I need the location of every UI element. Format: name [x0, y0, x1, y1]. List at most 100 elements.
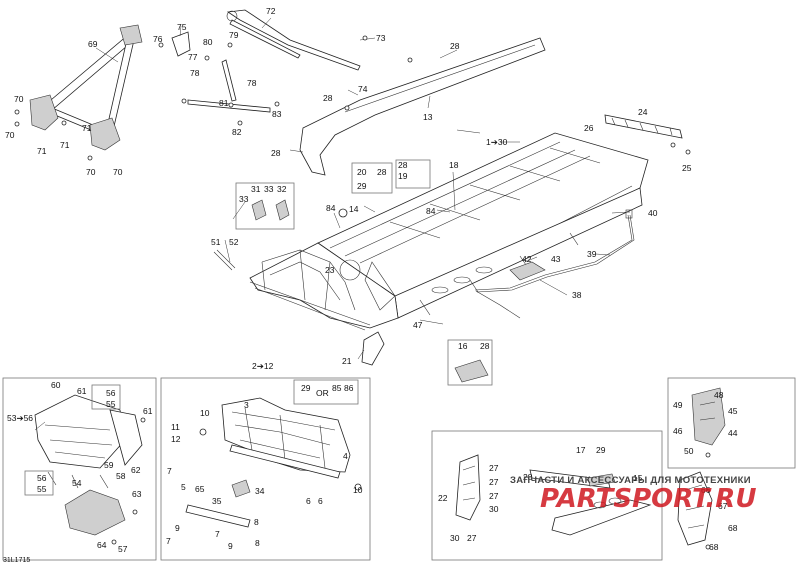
callout: 83 [272, 109, 282, 119]
callout: 28 [377, 167, 387, 177]
callout: 2➔12 [252, 361, 274, 371]
callout: 9 [228, 541, 233, 551]
inset-box-44-50 [667, 377, 796, 469]
callout: 54 [72, 478, 82, 488]
detail-box-16-28 [447, 339, 493, 386]
callout: 86 [344, 383, 354, 393]
callout: 8 [254, 517, 259, 527]
detail-box-20-29 [351, 162, 393, 194]
callout: 8 [255, 538, 260, 548]
steering-bracket-assembly [34, 394, 143, 536]
callout: 24 [638, 107, 648, 117]
callout: 29 [301, 383, 311, 393]
part-21 [361, 331, 385, 366]
callout: 27 [489, 463, 499, 473]
rear-frame-subassembly [455, 454, 652, 536]
callout: 80 [203, 37, 213, 47]
callout: 14 [349, 204, 359, 214]
callout: 39 [587, 249, 597, 259]
callout: 84 [326, 203, 336, 213]
bracket-77 [171, 31, 191, 57]
inset-box-53-56 [2, 377, 157, 561]
callout: 69 [88, 39, 98, 49]
callout: 28 [450, 41, 460, 51]
callout: 29 [357, 181, 367, 191]
callout: 27 [489, 491, 499, 501]
callout: 38 [572, 290, 582, 300]
callout: 59 [104, 460, 114, 470]
steering-support [29, 24, 143, 151]
callout: 68 [709, 542, 719, 552]
callout: 32 [277, 184, 287, 194]
callout: 45 [728, 406, 738, 416]
callout: 28 [480, 341, 490, 351]
callout: 53➔56 [7, 413, 33, 423]
callout: 18 [449, 160, 459, 170]
callout: 79 [229, 30, 239, 40]
callout: 6 [318, 496, 323, 506]
callout: 73 [376, 33, 386, 43]
callout: 55 [37, 484, 47, 494]
callout: 35 [212, 496, 222, 506]
callout: 57 [118, 544, 128, 554]
callout: 4 [343, 451, 348, 461]
callout: 10 [200, 408, 210, 418]
callout: 31 [251, 184, 261, 194]
callout: 76 [153, 34, 163, 44]
callout: 47 [413, 320, 423, 330]
callout: 68 [728, 523, 738, 533]
callout: 3 [244, 400, 249, 410]
callout: 11 [171, 422, 180, 432]
callout: 27 [489, 477, 499, 487]
callout: 55 [106, 399, 116, 409]
callout: 58 [116, 471, 126, 481]
callout: 7 [215, 529, 220, 539]
callout: 23 [325, 265, 335, 275]
callout: 7 [166, 536, 171, 546]
callout: 51 [211, 237, 221, 247]
callout: 71 [60, 140, 70, 150]
callout: 67 [718, 501, 728, 511]
callout: 40 [648, 208, 658, 218]
callout: 61 [143, 406, 153, 416]
callout: 42 [522, 254, 532, 264]
steering-rod-40-38 [474, 209, 635, 319]
callout: 56 [106, 388, 116, 398]
callout: 29 [596, 445, 606, 455]
detail-box-31-33 [235, 182, 295, 230]
rear-bumper [604, 114, 683, 139]
callout: 10 [353, 485, 363, 495]
callout: 34 [255, 486, 265, 496]
callout: 62 [131, 465, 141, 475]
part-42 [509, 261, 546, 281]
callout: OR [316, 388, 329, 398]
callout: 78 [247, 78, 257, 88]
callout: 28 [323, 93, 333, 103]
callout: 30 [450, 533, 460, 543]
callout: 70 [14, 94, 24, 104]
callout: 56 [37, 473, 47, 483]
callout: 60 [51, 380, 61, 390]
part-66 [677, 471, 713, 546]
callout: 28 [398, 160, 408, 170]
callout: 75 [177, 22, 187, 32]
steering-rods [187, 9, 361, 113]
detail-box-28-19 [395, 159, 431, 189]
callout: 13 [423, 112, 433, 122]
callout: 20 [357, 167, 367, 177]
callout: 48 [714, 390, 724, 400]
callout: 33 [239, 194, 249, 204]
inset-box-15-30 [431, 430, 663, 561]
callout: 70 [86, 167, 96, 177]
callout: 63 [132, 489, 142, 499]
callout: 61 [77, 386, 87, 396]
callout-labels: 69 76 75 77 80 79 72 73 78 78 81 82 83 7… [5, 6, 738, 554]
callout: 1➔30 [486, 137, 508, 147]
callout: 70 [5, 130, 15, 140]
callout: 28 [523, 472, 533, 482]
callout: 49 [673, 400, 683, 410]
callout: 28 [271, 148, 281, 158]
callout: 85 [332, 383, 342, 393]
